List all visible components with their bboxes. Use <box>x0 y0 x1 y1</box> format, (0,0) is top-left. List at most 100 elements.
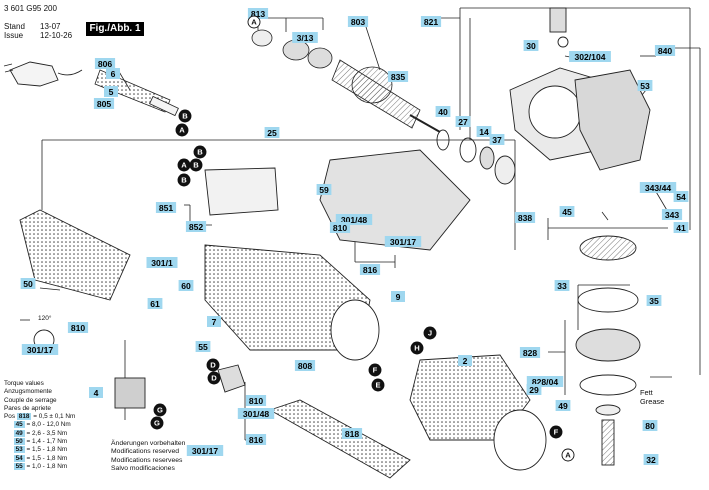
torque-pos: 49 <box>13 429 25 437</box>
part-label-box <box>455 116 471 127</box>
torque-value: = 1,5 - 1,8 Nm <box>26 446 68 454</box>
part-label-box <box>347 16 369 27</box>
grease-note-line: Grease <box>640 397 665 406</box>
callout-circle <box>177 173 191 187</box>
torque-row: 53 = 1,5 - 1,8 Nm <box>4 446 75 454</box>
part-label-box <box>207 316 221 327</box>
part-label-text: 60 <box>181 281 191 291</box>
part-label: 828/04 <box>526 376 564 387</box>
part-label: 301/48 <box>335 214 373 225</box>
callout-letter: J <box>428 329 432 338</box>
part-label-box <box>94 58 116 69</box>
part-label-text: 5 <box>109 87 114 97</box>
part-label: 60 <box>178 280 194 291</box>
part-label: 37 <box>489 134 505 145</box>
part-label-box <box>292 32 318 43</box>
part-label: 828 <box>519 347 541 358</box>
part-label-box <box>569 51 611 62</box>
callout-letter: F <box>554 428 559 437</box>
cable-drawing <box>149 95 179 117</box>
callout-letter: B <box>181 176 187 185</box>
part-label-text: 301/17 <box>192 446 219 456</box>
callout-marker: D <box>206 358 220 372</box>
part-label-box <box>523 40 539 51</box>
part-label-text: 45 <box>562 207 572 217</box>
part-label-text: 32 <box>646 455 656 465</box>
torque-title: Anzugsmomente <box>4 388 52 396</box>
part-label-text: 840 <box>658 46 673 56</box>
part-label-box <box>294 360 316 371</box>
part-label-text: 4 <box>94 388 99 398</box>
part-label-box <box>435 106 451 117</box>
callout-marker: B <box>177 173 191 187</box>
part-label-text: 25 <box>267 128 277 138</box>
part-label-text: 821 <box>424 17 439 27</box>
callout-marker: B <box>193 145 207 159</box>
part-label-box <box>661 209 683 220</box>
modifications-line: Modifications reservees <box>111 456 183 464</box>
torque-pos: 45 <box>13 421 25 429</box>
part-label: 840 <box>654 45 676 56</box>
callout-letter: A <box>179 126 185 135</box>
callout-marker: D <box>207 371 221 385</box>
callout-circle <box>207 371 221 385</box>
torque-row: 55 = 1,0 - 1,8 Nm <box>4 462 75 471</box>
part-label-box <box>178 280 194 291</box>
callout-marker: A <box>561 448 575 462</box>
callout-letter: G <box>154 419 160 428</box>
part-label-text: 30 <box>526 41 536 51</box>
part-label-box <box>335 214 373 225</box>
torque-row: 49 = 2,6 - 3,5 Nm <box>4 429 75 438</box>
part-label-box <box>146 257 178 268</box>
part-label-text: 810 <box>333 223 348 233</box>
callout-circle <box>206 358 220 372</box>
figure-label: Fig./Abb. 1 <box>86 22 144 36</box>
part-label-text: 818 <box>345 429 360 439</box>
callout-letter: G <box>157 406 163 415</box>
part-label-box <box>195 341 211 352</box>
part-label: 45 <box>559 206 575 217</box>
issue-value: 12-10-26 <box>40 31 73 40</box>
part-label: 53 <box>637 80 653 91</box>
part-label: 59 <box>316 184 332 195</box>
part-label: 818 <box>341 428 363 439</box>
part-label: 5 <box>104 86 118 97</box>
callout-marker: A <box>177 158 191 172</box>
torque-row: Pos 818 = 0,5 ± 0,1 Nm <box>4 413 76 421</box>
grease-note-line: Fett <box>640 388 653 397</box>
torque-title: Torque values <box>4 380 44 387</box>
part-label-box <box>341 428 363 439</box>
part-label-box <box>155 202 177 213</box>
gear-set-drawing <box>575 235 641 466</box>
part-label: 61 <box>147 298 163 309</box>
part-label: 301/48 <box>237 408 275 419</box>
part-label-text: 816 <box>249 435 264 445</box>
part-label-box <box>639 182 677 193</box>
part-label-text: 301/17 <box>27 345 54 355</box>
callout-letter: B <box>197 148 203 157</box>
modifications-line: Modifications reserved <box>111 448 179 456</box>
part-label-text: 7 <box>212 317 217 327</box>
part-label: 9 <box>391 291 405 302</box>
part-label-box <box>476 126 492 137</box>
part-label-box <box>264 127 280 138</box>
part-label-text: 838 <box>518 213 533 223</box>
part-label-box <box>387 71 409 82</box>
callout-marker: G <box>153 403 167 417</box>
part-label-box <box>514 212 536 223</box>
torque-table: Torque values Anzugsmomente Couple de se… <box>4 380 75 471</box>
part-label-text: 29 <box>529 385 539 395</box>
part-label-text: 14 <box>479 127 489 137</box>
part-label-box <box>316 184 332 195</box>
torque-value: = 1,0 - 1,8 Nm <box>26 462 68 470</box>
part-label-text: 851 <box>159 203 174 213</box>
part-label: 3/13 <box>292 32 318 43</box>
part-label-text: 50 <box>23 279 33 289</box>
part-label-box <box>147 298 163 309</box>
part-label-text: 55 <box>198 342 208 352</box>
part-label-box <box>643 454 659 465</box>
torque-pos: 53 <box>13 446 25 454</box>
part-label: 55 <box>195 341 211 352</box>
part-label-text: 49 <box>558 401 568 411</box>
part-label: 14 <box>476 126 492 137</box>
